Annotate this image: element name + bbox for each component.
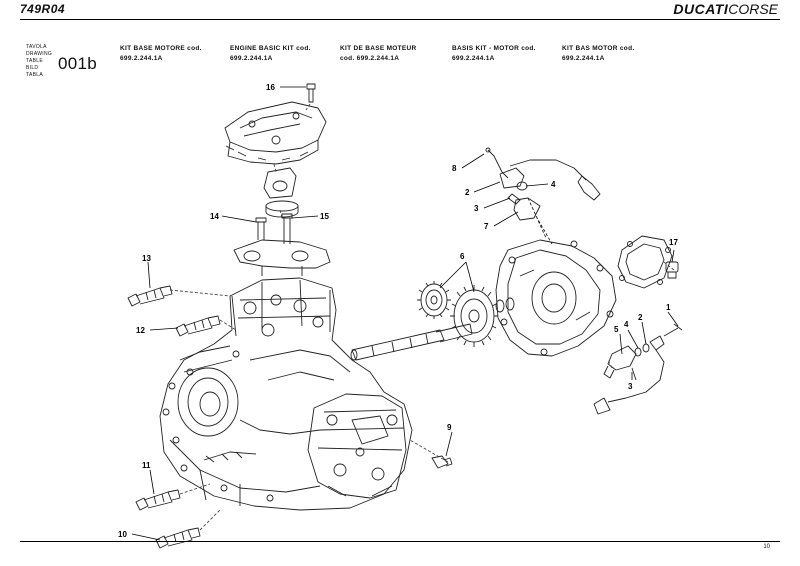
brand-light: CORSE: [728, 1, 778, 17]
model-code: 749R04: [20, 2, 66, 16]
kit-line1: BASIS KIT - MOTOR cod.: [452, 45, 536, 52]
callout-6: 6: [460, 252, 465, 261]
kit-column-en: ENGINE BASIC KIT cod. 699.2.244.1A: [230, 44, 311, 64]
screw-16: [306, 83, 316, 103]
kit-line2: 699.2.244.1A: [562, 55, 605, 62]
assembly-lines: [169, 103, 675, 531]
callout-8: 8: [452, 164, 457, 173]
plug-11: [135, 489, 181, 511]
callout-5: 5: [614, 325, 619, 334]
brand-bold: DUCATI: [673, 1, 729, 17]
camshaft: [350, 323, 473, 361]
callout-14: 14: [210, 212, 219, 221]
callout-1: 1: [666, 303, 671, 312]
kit-line2: 699.2.244.1A: [230, 55, 273, 62]
kit-line1: ENGINE BASIC KIT cod.: [230, 45, 311, 52]
plug-13: [127, 285, 173, 307]
gear-washers: [495, 297, 515, 313]
callout-2-lower: 2: [638, 313, 643, 322]
page-number: 10: [763, 544, 770, 550]
kit-column-fr: KIT DE BASE MOTEUR cod. 699.2.244.1A: [340, 44, 417, 64]
callout-17: 17: [669, 238, 678, 247]
sensor-upper: [485, 147, 601, 245]
table-code: 001b: [58, 54, 98, 73]
leader-lines: [131, 86, 679, 541]
timing-gear-large: [450, 285, 498, 347]
callout-12: 12: [136, 326, 145, 335]
callout-10: 10: [118, 530, 127, 539]
callout-4-lower: 4: [624, 320, 629, 329]
table-label: BILD: [26, 65, 39, 71]
kit-line1: KIT BAS MOTOR cod.: [562, 45, 635, 52]
kit-line1: KIT BASE MOTORE cod.: [120, 45, 202, 52]
kit-line1: KIT DE BASE MOTEUR: [340, 45, 417, 52]
table-label-list: TAVOLA DRAWING TABLE BILD TABLA: [26, 44, 52, 79]
engine-block: [159, 277, 413, 511]
table-label: TABLE: [26, 58, 43, 64]
plug-9: [431, 455, 453, 469]
kit-column-es: KIT BAS MOTOR cod. 699.2.244.1A: [562, 44, 634, 64]
callout-7: 7: [484, 222, 489, 231]
plug-12: [175, 315, 221, 337]
callout-3: 3: [474, 204, 479, 213]
callout-9: 9: [447, 423, 452, 432]
kit-line2: 699.2.244.1A: [452, 55, 495, 62]
brand-logo: DUCATICORSE: [673, 1, 778, 17]
bearing-cap-upper: [263, 167, 299, 218]
table-label: DRAWING: [26, 51, 53, 57]
callout-11: 11: [142, 461, 151, 470]
kit-line2: cod. 699.2.244.1A: [340, 55, 400, 62]
plug-10: [155, 527, 201, 549]
callout-3-lower: 3: [628, 382, 633, 391]
footer-rule: [20, 541, 780, 542]
callout-15: 15: [320, 212, 329, 221]
callout-16: 16: [266, 83, 275, 92]
rear-cylinder-head: [307, 393, 407, 499]
callout-2: 2: [465, 188, 470, 197]
callout-13: 13: [142, 254, 151, 263]
bearing-caps: [233, 213, 331, 276]
callout-labels: 16 8 2 4 3 7 14 15 13 6 17 12 1 5 4 2 3 …: [118, 83, 678, 539]
kit-column-de: BASIS KIT - MOTOR cod. 699.2.244.1A: [452, 44, 536, 64]
kit-column-it: KIT BASE MOTORE cod. 699.2.244.1A: [120, 44, 202, 64]
timing-cover: [495, 239, 617, 357]
plug-17: [665, 261, 679, 279]
kit-line2: 699.2.244.1A: [120, 55, 163, 62]
sensor-lower: [593, 323, 683, 415]
pickup-cover: [617, 235, 673, 289]
head-cover: [224, 101, 327, 165]
callout-4: 4: [551, 180, 556, 189]
header-rule: [20, 19, 780, 20]
timing-gear-small: [417, 281, 451, 319]
table-label: TAVOLA: [26, 44, 47, 50]
table-label: TABLA: [26, 72, 43, 78]
